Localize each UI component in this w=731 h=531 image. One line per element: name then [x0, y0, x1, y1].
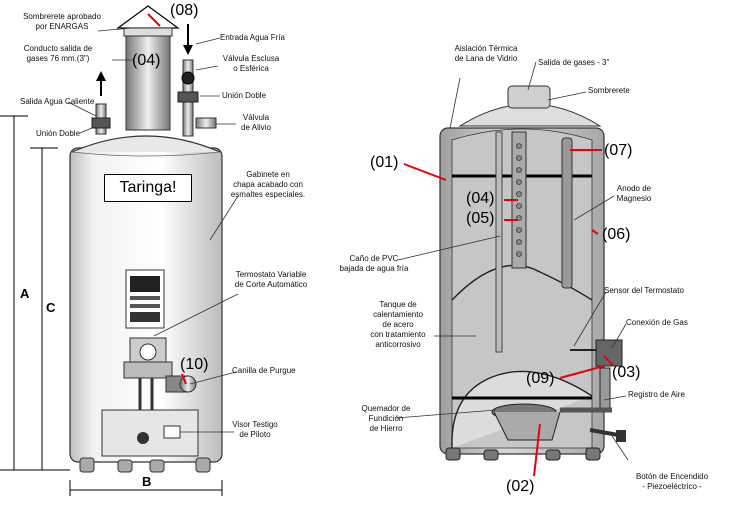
right-cutaway	[451, 128, 593, 449]
burner-access-box	[101, 409, 199, 457]
label-valvula-alivio: Válvula de Alivio	[241, 113, 271, 132]
callout-09: (09)	[526, 370, 555, 387]
label-tanque: Tanque de calentamiento de acero con tra…	[370, 300, 426, 349]
label-boton-encendido: Botón de Encendido - Piezoeléctrico -	[635, 472, 709, 491]
label-sensor-termostato: Sensor del Termostato	[604, 286, 684, 295]
right-feet	[445, 447, 601, 461]
label-termostato: Termostato Variable de Corte Automático	[234, 270, 308, 289]
magnesium-anode	[561, 137, 573, 289]
label-conexion-gas: Conexión de Gas	[626, 318, 688, 327]
label-registro-aire: Registro de Aire	[628, 390, 685, 399]
dip-tube	[495, 131, 503, 353]
right-heater	[395, 61, 629, 477]
label-valvula-esclusa: Válvula Esclusa o Esférica	[222, 54, 280, 73]
dimension-lines	[0, 115, 223, 496]
left-feet	[79, 457, 211, 473]
label-union-doble-right: Unión Doble	[222, 91, 267, 100]
callout-07: (07)	[604, 142, 633, 159]
left-red-markers	[147, 13, 187, 385]
left-heater	[0, 5, 239, 496]
callout-06: (06)	[602, 226, 631, 243]
callout-05: (05)	[466, 210, 495, 227]
dimension-b: B	[142, 474, 152, 489]
callout-08: (08)	[170, 2, 199, 19]
left-flue-pipe	[125, 35, 171, 131]
flue-baffle-dots	[516, 143, 522, 257]
left-top-dome	[71, 135, 221, 153]
label-gabinete: Gabinete en chapa acabado con esmaltes e…	[230, 170, 306, 199]
label-cano-pvc: Caño de PVC bajada de agua fría	[339, 254, 409, 273]
label-anodo: Anodo de Magnesio	[616, 184, 652, 203]
dimension-c: C	[46, 300, 56, 315]
right-red-markers	[403, 149, 615, 477]
label-canilla-purgue: Canilla de Purgue	[232, 366, 296, 375]
callout-04-right: (04)	[466, 190, 495, 207]
callout-03: (03)	[612, 364, 641, 381]
label-salida-gases: Salida de gases - 3"	[538, 58, 610, 67]
callout-10: (10)	[180, 356, 209, 373]
label-quemador: Quemador de Fundición de Hierro	[361, 404, 411, 433]
callout-01: (01)	[370, 154, 399, 171]
callout-02: (02)	[506, 478, 535, 495]
label-entrada-agua-fria: Entrada Agua Fría	[220, 33, 285, 42]
callout-04-left: (04)	[132, 52, 161, 69]
right-leader-lines	[395, 61, 629, 461]
label-conducto: Conducto salida de gases 76 mm.(3")	[23, 44, 93, 63]
label-salida-agua-caliente: Salida Agua Caliente	[20, 97, 95, 106]
label-sombrerete-right: Sombrerete	[588, 86, 630, 95]
label-sombrerete-left: Sombrerete aprobado por ENARGAS	[23, 12, 101, 31]
left-leader-lines	[67, 27, 239, 433]
label-aislacion: Aislación Térmica de Lana de Vidrio	[454, 44, 518, 63]
label-union-doble-left: Unión Doble	[36, 129, 81, 138]
taringa-watermark: Taringa!	[104, 174, 192, 202]
pilot-window	[137, 432, 149, 444]
dimension-a: A	[20, 286, 30, 301]
label-visor-testigo: Visor Testigo de Piloto	[232, 420, 278, 439]
left-flue-cap	[116, 5, 180, 29]
